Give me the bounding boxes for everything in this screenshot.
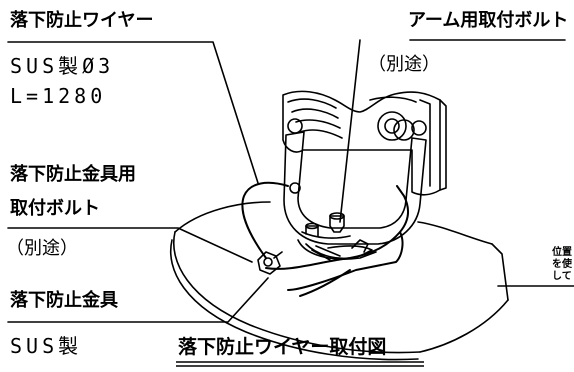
side-text-3: して [552,271,572,282]
leader-arm-bolt-drop [339,39,361,223]
mounting-arm [283,118,427,245]
arm-bolts [305,212,369,253]
side-text-1: 位置 [552,247,572,258]
fitting-bolt-label-2: 取付ボルト [10,198,100,219]
fitting-bolt-note: （別途） [6,238,78,259]
leader-wire [7,41,259,184]
wire-length-label: L=1280 [10,84,107,108]
leader-fitting [7,277,269,323]
leader-fitting-bolt [7,227,253,263]
fitting-material-label: SUS製 [10,334,83,358]
leader-lines [7,39,574,323]
arm-bolt-note: （別途） [368,54,440,75]
safety-fitting [257,251,283,275]
side-text-2: を使 [552,259,572,270]
wire-name-label: 落下防止ワイヤー [10,10,154,31]
caption-underline [176,361,424,367]
wire-material-label: SUS製Ø3 [10,54,115,78]
mounting-base [170,201,509,361]
fitting-label: 落下防止金具 [10,290,118,311]
arm-bolt-label: アーム用取付ボルト [408,10,569,31]
safety-wire [241,181,410,297]
fitting-bolt-label-1: 落下防止金具用 [10,164,136,185]
diagram-caption: 落下防止ワイヤー取付図 [178,336,387,358]
base-plate [297,231,377,261]
